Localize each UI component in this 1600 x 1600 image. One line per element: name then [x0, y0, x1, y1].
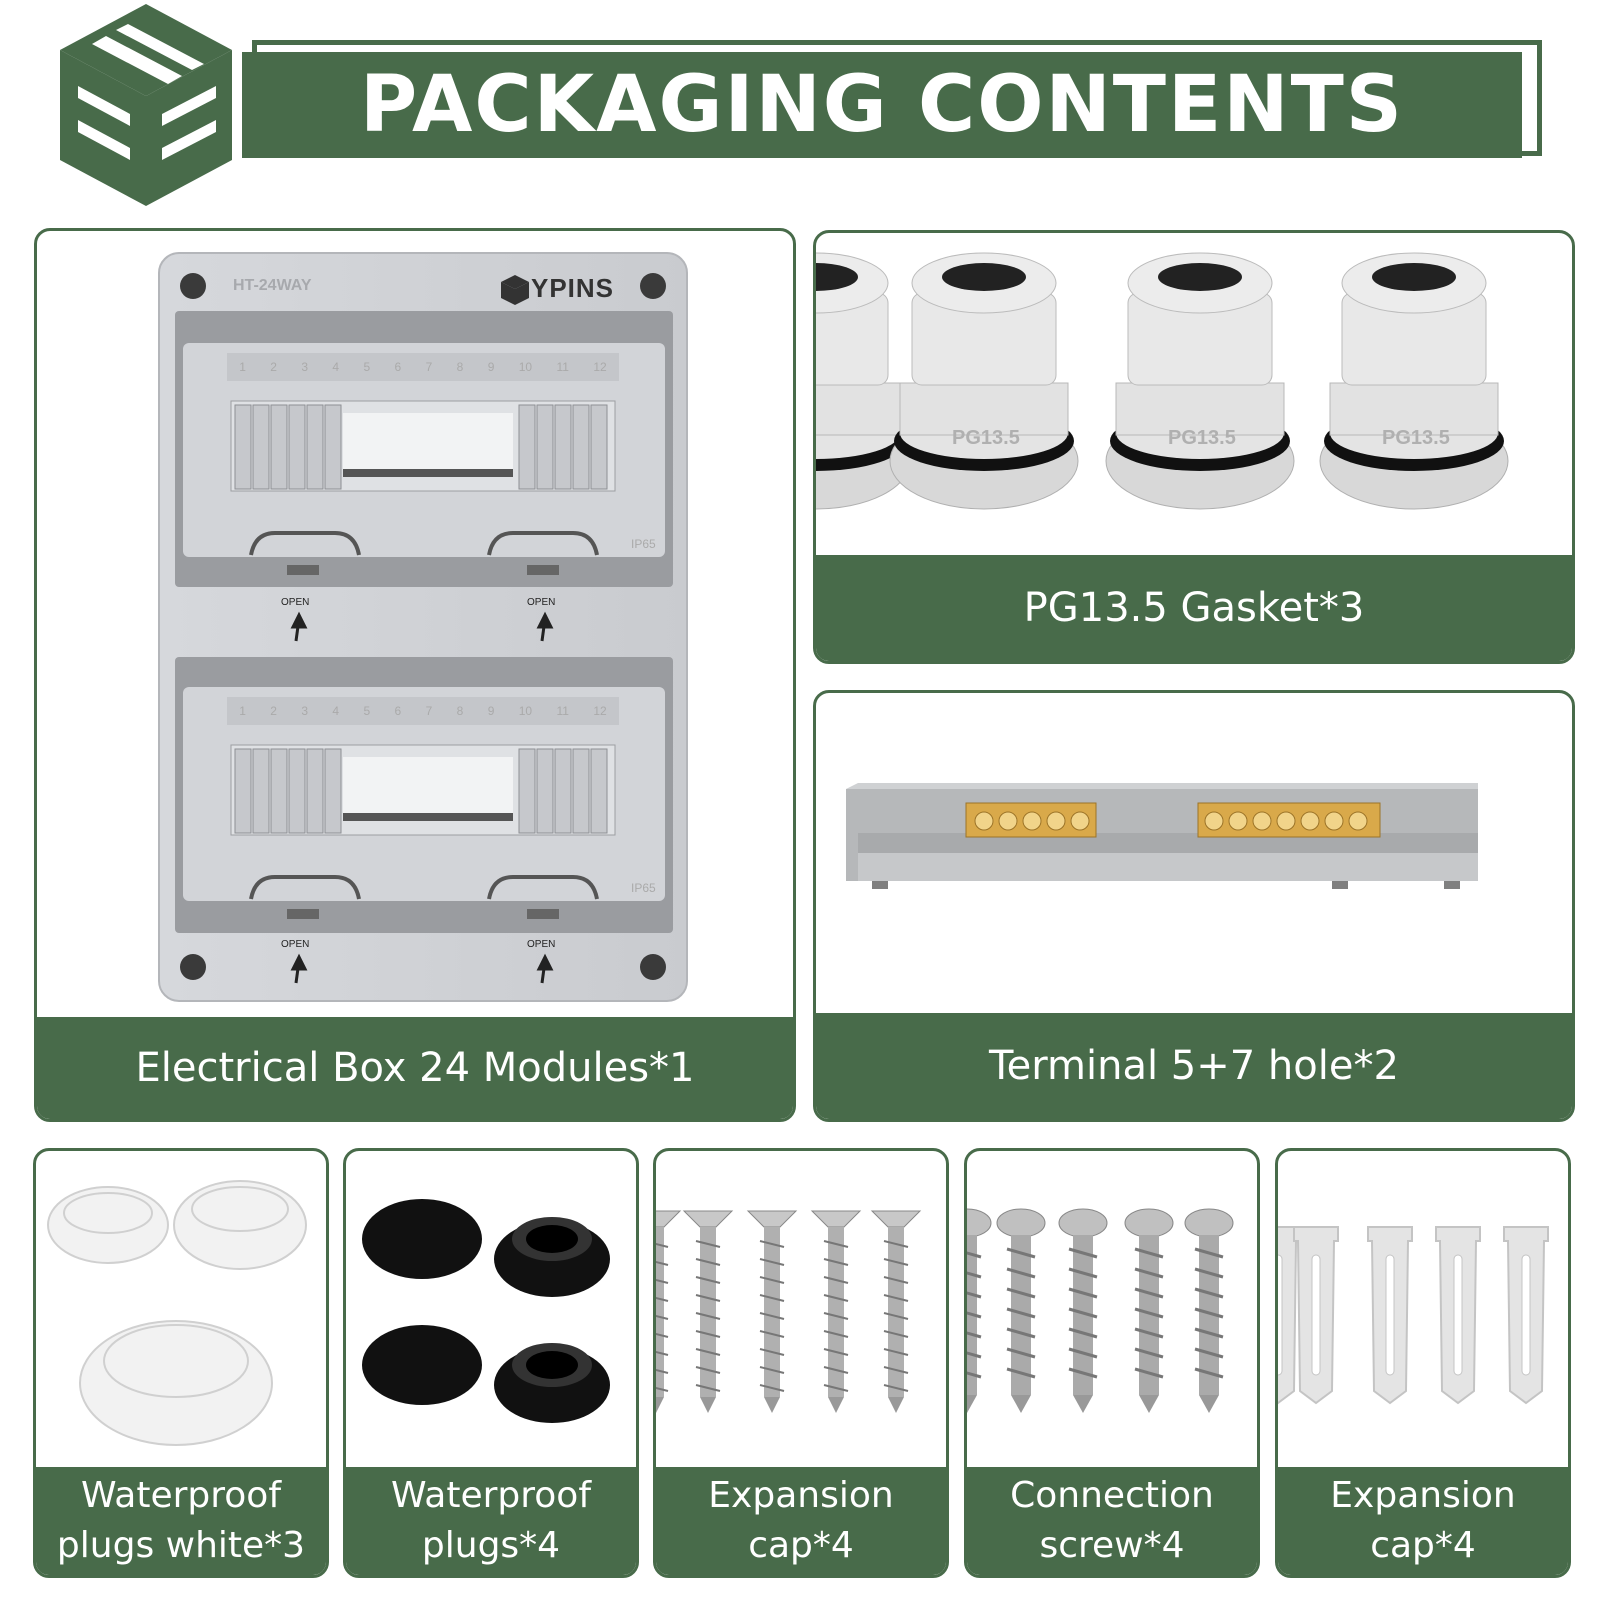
gasket-part-text: PG13.5: [1168, 427, 1236, 449]
stacked-box-logo-icon: [56, 2, 236, 208]
box-model-text: HT-24WAY: [233, 277, 312, 294]
box-slot-numbers-lower: 1 2 3 4 5 6 7 8 9 10 11 12: [227, 697, 619, 725]
label-line: screw*4: [1039, 1525, 1185, 1566]
slot-number: 8: [456, 704, 464, 718]
label-line: plugs white*3: [56, 1525, 306, 1566]
open-text: OPEN: [527, 939, 556, 950]
slot-number: 9: [487, 704, 495, 718]
wall-anchors-image: [1278, 1151, 1568, 1471]
white-plugs-image: [36, 1151, 326, 1471]
title-banner: PACKAGING CONTENTS: [242, 52, 1522, 158]
item-label-expansion-cap: Expansion cap*4: [1278, 1467, 1568, 1575]
slot-number: 12: [593, 360, 607, 374]
item-card-terminal: Terminal 5+7 hole*2: [813, 690, 1575, 1122]
label-line: Expansion: [708, 1475, 894, 1516]
slot-number: 3: [301, 704, 308, 718]
slot-number: 3: [301, 360, 308, 374]
label-line: plugs*4: [421, 1525, 561, 1566]
slot-number: 4: [332, 704, 340, 718]
box-rating-text: IP65: [631, 537, 656, 551]
item-label-terminal: Terminal 5+7 hole*2: [816, 1013, 1572, 1119]
terminal-image: [816, 693, 1572, 1017]
slot-number: 9: [487, 360, 495, 374]
slot-number: 11: [556, 704, 569, 718]
box-brand-text: YPINS: [531, 273, 615, 303]
box-rating-text: IP65: [631, 881, 656, 895]
slot-number: 6: [394, 360, 402, 374]
box-slot-numbers-upper: 1 2 3 4 5 6 7 8 9 10 11 12: [227, 353, 619, 381]
gasket-image: PG13.5 PG13.5 PG13.5: [816, 233, 1572, 557]
slot-number: 2: [270, 360, 277, 374]
item-card-expansion-cap: Expansion cap*4: [1275, 1148, 1571, 1578]
item-label-plugs-black: Waterproof plugs*4: [346, 1467, 636, 1575]
countersunk-screws-image: [656, 1151, 946, 1471]
slot-number: 1: [239, 704, 246, 718]
item-card-plugs-white: Waterproof plugs white*3: [33, 1148, 329, 1578]
page-title: PACKAGING CONTENTS: [360, 60, 1404, 150]
label-line: Waterproof: [80, 1475, 281, 1516]
electrical-box-image: HT-24WAY YPINS 1 2 3 4 5 6 7 8 9 10 11 1…: [37, 231, 793, 1025]
slot-number: 8: [456, 360, 464, 374]
item-card-connection-screw: Connection screw*4: [964, 1148, 1260, 1578]
item-card-gasket: PG13.5 PG13.5 PG13.5 PG13.5 Gasket*3: [813, 230, 1575, 664]
item-label-plugs-white: Waterproof plugs white*3: [36, 1467, 326, 1575]
label-line: Expansion: [1330, 1475, 1516, 1516]
gasket-part-text: PG13.5: [1382, 427, 1450, 449]
slot-number: 5: [363, 704, 371, 718]
slot-number: 2: [270, 704, 277, 718]
item-label-electrical-box: Electrical Box 24 Modules*1: [37, 1017, 793, 1119]
open-text: OPEN: [281, 597, 310, 608]
slot-number: 11: [556, 360, 569, 374]
item-label-gasket: PG13.5 Gasket*3: [816, 555, 1572, 661]
open-text: OPEN: [281, 939, 310, 950]
item-card-electrical-box: HT-24WAY YPINS 1 2 3 4 5 6 7 8 9 10 11 1…: [34, 228, 796, 1122]
slot-number: 10: [518, 704, 533, 718]
slot-number: 12: [593, 704, 607, 718]
slot-number: 1: [239, 360, 246, 374]
label-line: Connection: [1010, 1475, 1214, 1516]
pan-head-screws-image: [967, 1151, 1257, 1471]
slot-number: 7: [425, 360, 433, 374]
slot-number: 7: [425, 704, 433, 718]
item-label-connection-screw: Connection screw*4: [967, 1467, 1257, 1575]
gasket-part-text: PG13.5: [952, 427, 1020, 449]
open-text: OPEN: [527, 597, 556, 608]
slot-number: 6: [394, 704, 402, 718]
label-line: Waterproof: [390, 1475, 591, 1516]
label-line: cap*4: [1370, 1525, 1476, 1566]
slot-number: 5: [363, 360, 371, 374]
slot-number: 10: [518, 360, 533, 374]
item-card-plugs-black: Waterproof plugs*4: [343, 1148, 639, 1578]
label-line: cap*4: [748, 1525, 854, 1566]
item-card-expansion-screw: Expansion cap*4: [653, 1148, 949, 1578]
black-plugs-image: [346, 1151, 636, 1471]
slot-number: 4: [332, 360, 340, 374]
item-label-expansion-screw: Expansion cap*4: [656, 1467, 946, 1575]
